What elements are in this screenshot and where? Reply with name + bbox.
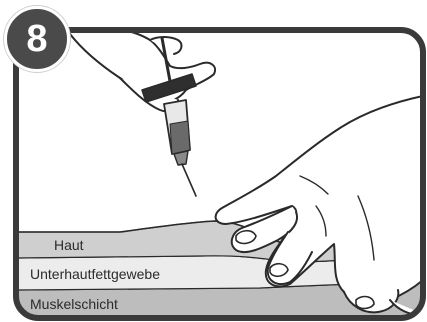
step-number: 8 [26,20,47,58]
muscle-layer-label: Muskelschicht [30,297,118,311]
skin-layer-label: Haut [54,238,84,252]
step-number-badge: 8 [4,6,70,72]
fat-layer-label: Unterhautfettgewebe [30,267,160,281]
